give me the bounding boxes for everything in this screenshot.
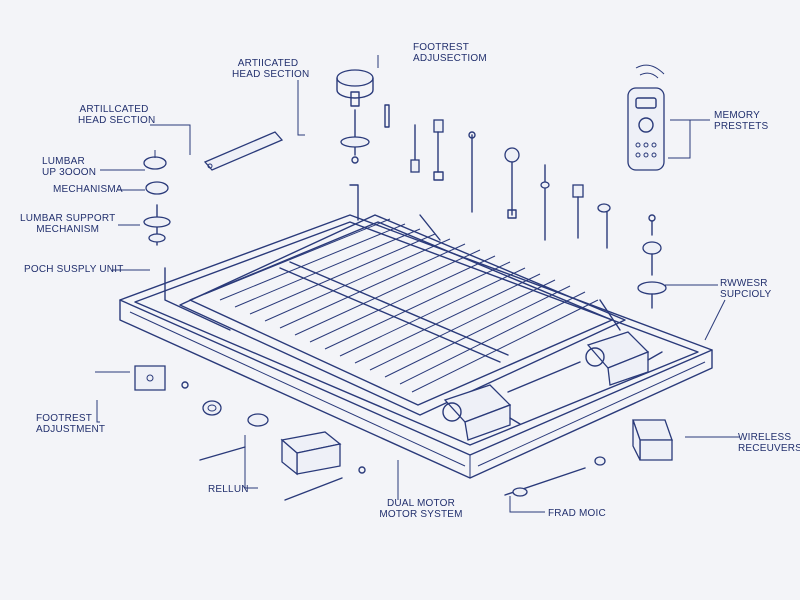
label-line: LUMBAR xyxy=(42,156,85,167)
label-line: ARTILLCATED xyxy=(79,104,149,115)
label-line: MOTOR SYSTEM xyxy=(379,509,463,520)
wireless-receiver xyxy=(632,419,673,461)
hardware-set xyxy=(410,119,667,309)
label-lumbar: LUMBAR UP 3OOON xyxy=(42,156,96,178)
label-line: LUMBAR SUPPORT xyxy=(20,213,116,224)
nut xyxy=(594,456,606,466)
label-line: RECEUVERS xyxy=(738,443,800,454)
label-line: MECHANISM xyxy=(36,224,100,235)
slatted-frame xyxy=(164,184,626,416)
label-mechanism: MECHANISMA xyxy=(53,184,123,195)
label-line: MECHANISMA xyxy=(53,184,123,195)
label-wireless-receivers: WIRELESS RECEUVERS xyxy=(738,432,800,454)
label-line: ADJUSECTIOM xyxy=(413,53,487,64)
footrest-bracket xyxy=(134,365,189,391)
label-articulated-head-left: ARTILLCATED HEAD SECTION xyxy=(78,104,156,126)
label-line: UP 3OOON xyxy=(42,167,97,178)
screw xyxy=(358,466,366,474)
label-frad-moic: FRAD MOIC xyxy=(548,508,606,519)
label-line: FOOTREST xyxy=(413,42,470,53)
leader-lines xyxy=(95,55,740,513)
washer xyxy=(202,400,222,416)
control-box xyxy=(280,431,342,476)
connector-rod xyxy=(504,467,586,497)
label-rellun: RELLUN xyxy=(208,484,249,495)
label-memory-presets: MEMORY PRESTETS xyxy=(714,110,768,132)
label-articulated-head-top: ARTIICATED HEAD SECTION xyxy=(232,58,310,80)
label-line: MEMORY xyxy=(714,110,761,121)
label-line: HEAD SECTION xyxy=(232,69,310,80)
label-power-supply: POCH SUSPLY UNIT xyxy=(24,264,124,275)
label-line: FOOTREST xyxy=(36,413,93,424)
pin-rod xyxy=(199,446,246,461)
footrest-knob-top xyxy=(336,69,374,107)
label-line: HEAD SECTION xyxy=(78,115,156,126)
lumbar-gear xyxy=(143,150,167,170)
lumbar-mechanism-gear xyxy=(145,181,169,195)
label-footrest-top: FOOTREST ADJUSECTIOM xyxy=(413,42,487,64)
small-pin xyxy=(384,104,390,128)
motor-rear xyxy=(585,331,663,386)
roller-knob xyxy=(247,413,269,427)
label-line: ARTIICATED xyxy=(237,58,299,69)
head-section-bar xyxy=(203,131,284,171)
label-dual-motor: DUAL MOTOR MOTOR SYSTEM xyxy=(376,498,466,520)
cable xyxy=(284,477,343,501)
remote-control xyxy=(627,64,665,171)
bed-base-tray xyxy=(119,214,713,479)
label-footrest-adjustment: FOOTREST ADJUSTMENT xyxy=(36,413,105,435)
label-line: WIRELESS xyxy=(738,432,792,443)
label-lumbar-support: LUMBAR SUPPORT MECHANISM xyxy=(20,213,115,235)
label-power-supply-right: RWWESR SUPCIOLY xyxy=(720,278,771,300)
label-line: POCH SUSPLY UNIT xyxy=(24,264,124,275)
label-line: DUAL MOTOR xyxy=(386,498,456,509)
label-line: ADJUSTMENT xyxy=(36,424,106,435)
label-line: RWWESR xyxy=(720,278,768,289)
label-line: PRESTETS xyxy=(714,121,769,132)
lumbar-support-assembly xyxy=(143,204,171,246)
drive-rod xyxy=(507,361,581,393)
footrest-spindle-top xyxy=(340,109,370,164)
label-line: FRAD MOIC xyxy=(548,508,606,519)
motor-front xyxy=(442,384,521,441)
label-line: RELLUN xyxy=(208,484,249,495)
label-line: SUPCIOLY xyxy=(720,289,772,300)
